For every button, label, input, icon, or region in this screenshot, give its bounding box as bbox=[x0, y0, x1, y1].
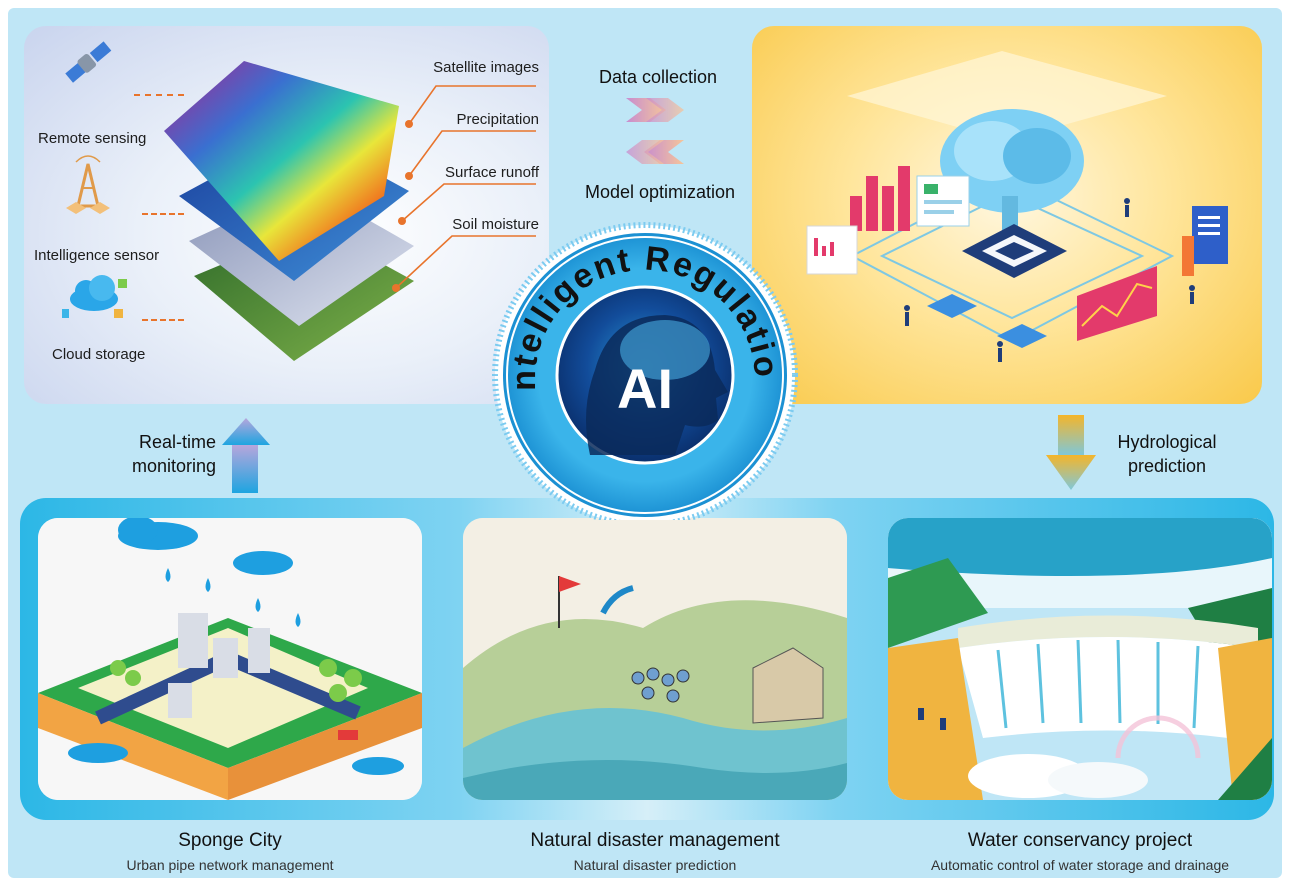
dashboard-screen-icon bbox=[1182, 206, 1228, 276]
hydrological-prediction-arrow bbox=[1046, 415, 1096, 490]
report-card-icon bbox=[806, 225, 858, 275]
sponge-city-illustration bbox=[38, 518, 422, 800]
human-head-icon bbox=[586, 315, 728, 455]
sponge-city-title: Sponge City bbox=[178, 830, 282, 851]
satellite-images-layer bbox=[164, 61, 399, 261]
natural-disaster-subtitle: Natural disaster prediction bbox=[573, 857, 737, 873]
processor-chip-icon bbox=[962, 224, 1067, 278]
ai-core-text: AI bbox=[617, 357, 673, 420]
water-conservancy-title: Water conservancy project bbox=[967, 830, 1193, 851]
real-time-monitoring-arrow bbox=[222, 418, 270, 493]
layer-label-precipitation: Precipitation bbox=[456, 111, 539, 128]
data-collection-label: Data collection bbox=[598, 67, 718, 87]
model-optimization-label: Model optimization bbox=[584, 182, 736, 202]
data-collection-arrow bbox=[626, 98, 684, 122]
ai-platform-illustration bbox=[806, 51, 1228, 362]
real-time-monitoring-label: Real-time monitoring bbox=[131, 432, 216, 476]
antenna-tower-icon bbox=[66, 155, 110, 214]
brain-icon bbox=[940, 109, 1084, 241]
hydrological-prediction-label: Hydrological prediction bbox=[1117, 432, 1217, 476]
source-label-remote-sensing: Remote sensing bbox=[38, 130, 147, 147]
cloud-storage-icon bbox=[62, 275, 127, 318]
sponge-city-subtitle: Urban pipe network management bbox=[126, 857, 334, 873]
model-optimization-arrow bbox=[626, 140, 684, 164]
people-icon bbox=[904, 198, 1195, 362]
bar-chart-icon bbox=[850, 166, 910, 231]
water-conservancy-illustration bbox=[888, 518, 1272, 800]
natural-disaster-title: Natural disaster management bbox=[530, 830, 780, 851]
server-blocks-icon bbox=[927, 294, 1047, 348]
ai-platform-panel bbox=[752, 26, 1262, 404]
data-collection-panel: Remote sensing Intelligence sensor Cloud… bbox=[24, 26, 549, 404]
natural-disaster-illustration bbox=[463, 518, 847, 800]
source-label-intelligence-sensor: Intelligence sensor bbox=[34, 247, 160, 264]
source-label-cloud-storage: Cloud storage bbox=[52, 346, 146, 363]
satellite-icon bbox=[65, 41, 112, 83]
layer-label-surface-runoff: Surface runoff bbox=[445, 164, 539, 181]
screen-panel-icon bbox=[916, 175, 970, 227]
layer-stack-illustration bbox=[62, 41, 536, 361]
layer-label-soil-moisture: Soil moisture bbox=[452, 216, 539, 233]
layer-label-satellite-images: Satellite images bbox=[433, 59, 539, 76]
water-conservancy-subtitle: Automatic control of water storage and d… bbox=[930, 857, 1230, 873]
area-chart-icon bbox=[1077, 266, 1157, 341]
